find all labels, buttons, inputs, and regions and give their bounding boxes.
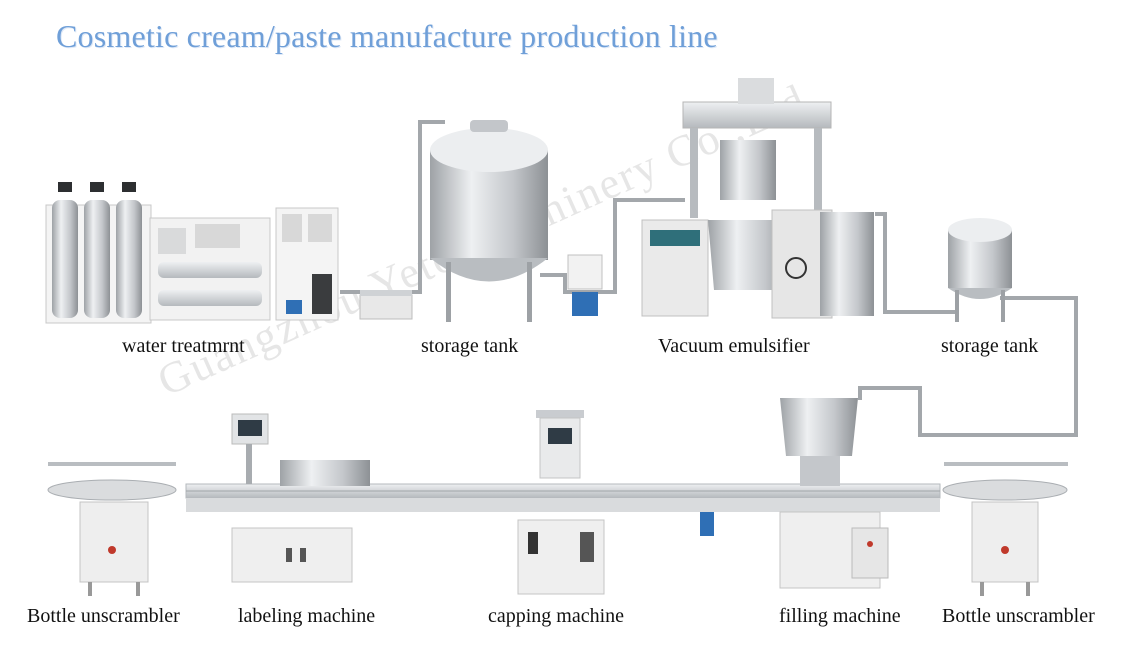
label-bottle-unscrambler-right: Bottle unscrambler [942,605,1095,627]
bottle-unscrambler-right [942,462,1068,596]
transfer-pump [359,290,413,320]
diagram-title: Cosmetic cream/paste manufacture product… [56,18,718,54]
capping-machine [517,410,605,595]
label-water-treatment: water treatmrnt [122,335,245,357]
label-vacuum-emulsifier: Vacuum emulsifier [658,335,810,357]
filling-machine [700,398,889,589]
water-treatment-unit [45,182,339,324]
label-labeling-machine: labeling machine [238,605,376,627]
label-capping-machine: capping machine [488,605,625,627]
label-storage-tank-1: storage tank [421,335,519,357]
label-filling-machine: filling machine [779,605,901,627]
storage-tank-2 [948,218,1012,322]
labeling-machine [231,413,370,583]
bottle-unscrambler-left [47,462,177,596]
label-bottle-unscrambler-left: Bottle unscrambler [27,605,180,627]
conveyor [185,483,941,512]
vacuum-emulsifier [641,78,874,319]
label-storage-tank-2: storage tank [941,335,1039,357]
transfer-pump-2 [567,254,603,316]
storage-tank-1 [430,120,548,322]
